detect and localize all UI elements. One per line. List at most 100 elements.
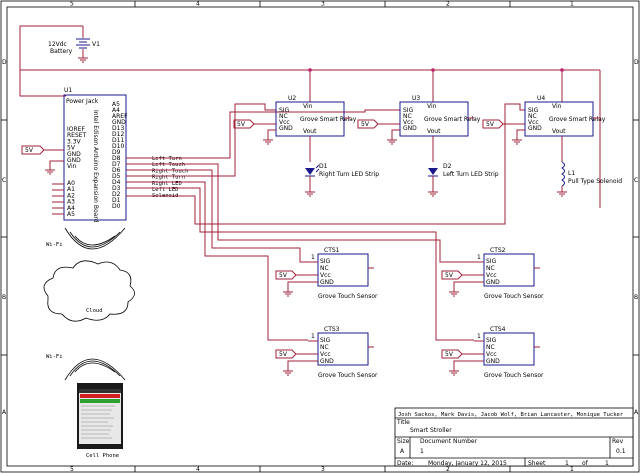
col-label-3: 3 (321, 1, 325, 8)
u1-right-pin: D1 (112, 197, 121, 204)
tb-of-label: of (582, 460, 589, 467)
tb-authors: Josh Sackos, Mark Davis, Jacob Wolf, Bri… (398, 412, 624, 418)
relay-5v: 5V (237, 121, 246, 128)
u1-left-pin: GND (67, 157, 81, 164)
sensor-pin: NC (486, 265, 495, 272)
relay-pin: NC (279, 113, 288, 120)
title-block-lines (394, 407, 634, 467)
wifi-label-top: Wi-Fi (46, 242, 63, 248)
u1-right-pin: D8 (112, 155, 121, 162)
sensor-title: Grove Touch Sensor (318, 293, 378, 300)
row-label-c-r: C (634, 177, 638, 184)
relay-pin: Vcc (403, 119, 414, 126)
sensor-pin: GND (320, 279, 334, 286)
sensor-pin: GND (486, 279, 500, 286)
sensor-ref: CTS4 (490, 326, 506, 333)
relay-vin: Vin (427, 103, 437, 110)
d2-label: Left Turn LED Strip (443, 171, 499, 178)
sensor-title: Grove Touch Sensor (484, 372, 544, 379)
wire-battery-to-powerjack (19, 25, 83, 97)
relay-5v: 5V (361, 121, 370, 128)
sensor-pin: SIG (320, 337, 331, 344)
sensor-pin: SIG (486, 337, 497, 344)
relay-pin: SIG (403, 107, 414, 114)
tb-sheet: 1 (565, 460, 569, 467)
sensor-title: Grove Touch Sensor (318, 372, 378, 379)
u1-power-jack: Power Jack (66, 98, 99, 105)
u1-left-pin: RESET (67, 132, 87, 139)
relay-pin: NC (403, 113, 412, 120)
net-label: Right Turn (152, 175, 185, 181)
tb-title-label: Title (396, 419, 410, 426)
u1-right-pin: D3 (112, 185, 121, 192)
sensor-5v: 5V (445, 272, 454, 279)
u1-left-pin: GND (67, 151, 81, 158)
d1-ref: D1 (319, 163, 328, 170)
col-label-1: 1 (570, 1, 574, 8)
relay-pin: SIG (279, 107, 290, 114)
battery-voltage: 12Vdc (48, 41, 67, 48)
u1-right-pin: AREF (112, 113, 128, 120)
row-label-b: B (2, 294, 6, 301)
u1-left-pin: IOREF (67, 126, 85, 133)
cloud-icon (43, 260, 135, 322)
row-label-a-r: A (634, 409, 639, 416)
relay-pin: SIG (528, 107, 539, 114)
tb-size: A (400, 448, 405, 455)
relay-title: Grove Smart Relay (300, 116, 357, 123)
sensor-pin: SIG (320, 258, 331, 265)
relay-pin: GND (279, 125, 293, 132)
relay-ref: U3 (412, 95, 420, 102)
relay-ref: U4 (537, 95, 545, 102)
tb-of: 1 (605, 460, 609, 467)
u1-right-pins: A5A4AREFGNDD13D12D11D10D9D8D7D6D5D4D3D2D… (112, 101, 128, 210)
relay-pin: Vcc (279, 119, 290, 126)
tb-rev-label: Rev (612, 438, 624, 445)
wifi-label-bottom: Wi-Fi (46, 354, 63, 360)
relay-pin: GND (528, 125, 542, 132)
d2-ref: D2 (443, 163, 452, 170)
inner-frame (6, 6, 634, 467)
cell-phone-icon (77, 383, 123, 449)
u1-right-pin: GND (112, 119, 126, 126)
sensor-pin1: 1 (477, 254, 481, 261)
u1-left-pin: A1 (67, 186, 75, 193)
tb-docnum: 1 (420, 448, 424, 455)
relay-vout: Vout (427, 128, 441, 135)
relay-vin: Vin (552, 103, 562, 110)
net-label: Left Touch (152, 162, 185, 168)
sensor-pin1: 1 (311, 333, 315, 340)
row-label-d: D (2, 59, 7, 66)
sensor-ref: CTS1 (324, 247, 340, 254)
col-label-4b: 4 (196, 466, 200, 473)
row-label-a: A (2, 409, 7, 416)
u1-right-pin: D12 (112, 131, 124, 138)
sensor-5v: 5V (279, 351, 288, 358)
solenoid-l1 (557, 136, 567, 197)
sensor-pin: SIG (486, 258, 497, 265)
sensor-title: Grove Touch Sensor (484, 293, 544, 300)
u1-left-pin: 3.3V (67, 138, 82, 145)
row-label-c: C (2, 177, 6, 184)
relay-vout: Vout (552, 128, 566, 135)
l1-label: Pull Type Solenoid (568, 178, 622, 185)
d1-label: Right Turn LED Strip (319, 171, 379, 178)
u1-left-pin: 5V (67, 145, 76, 152)
battery-symbol (76, 26, 90, 63)
junction-2 (431, 68, 435, 72)
net-label: Left Turn (152, 156, 182, 162)
col-label-2b: 2 (446, 466, 450, 473)
sensor-pin: Vcc (320, 272, 331, 279)
tb-size-label: Size (397, 438, 410, 445)
relay-pin: Vcc (528, 119, 539, 126)
u1-right-pin: D6 (112, 167, 121, 174)
